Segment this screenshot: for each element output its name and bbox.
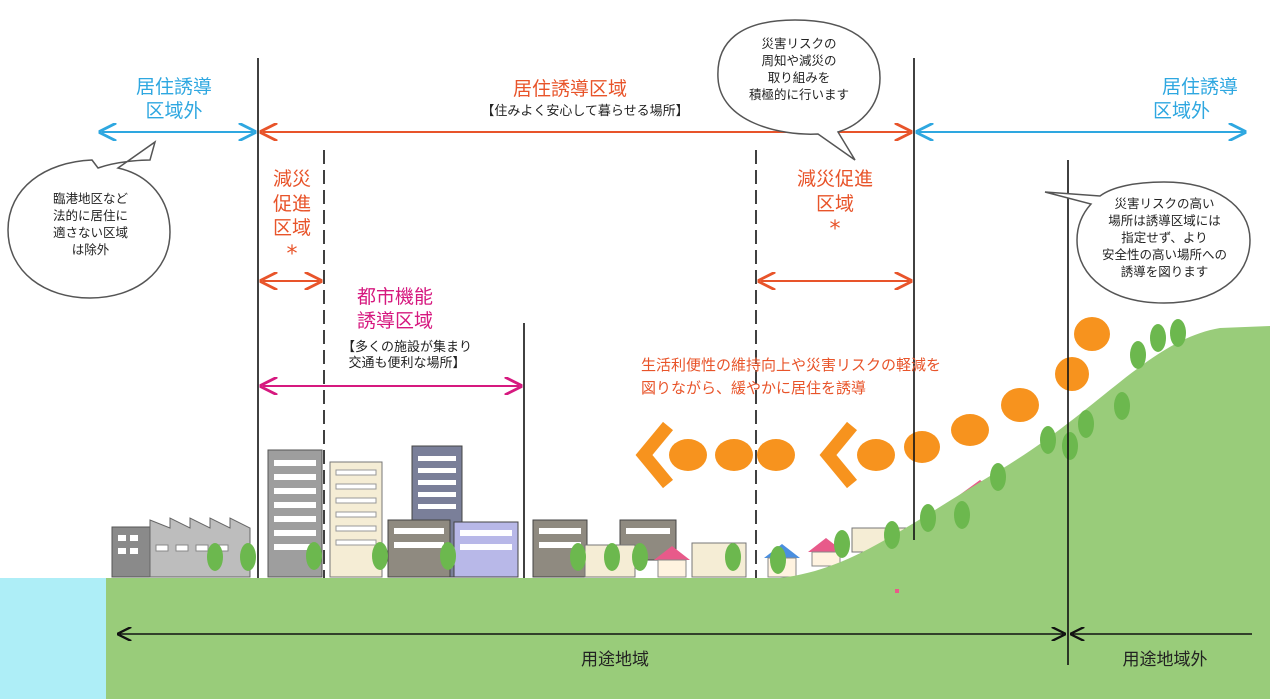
- trees: [207, 319, 1186, 574]
- guidance-dots: [669, 317, 1110, 471]
- urban-function-label: 都市機能 誘導区域: [356, 286, 433, 332]
- urban-function-sub: 【多くの施設が集まり 交通も便利な場所】: [341, 340, 472, 372]
- disaster-right-label: 減災促進 区域 *: [796, 168, 873, 243]
- bubble-right: [1044, 181, 1251, 304]
- buildings: [111, 445, 1048, 578]
- guidance-text: 生活利便性の維持向上や災害リスクの軽減を 図りながら、緩やかに居住を誘導: [641, 356, 942, 397]
- bubble-top-text: 災害リスクの 周知や減災の 取り組みを 積極的に行います: [748, 36, 849, 102]
- youto-chiiki-gai-label: 用途地域外: [1122, 650, 1208, 670]
- outside-left-label: 居住誘導 区域外: [135, 76, 212, 122]
- bubble-right-text: 災害リスクの高い 場所は誘導区域には 指定せず、より 安全性の高い場所への 誘導…: [1101, 196, 1227, 279]
- residential-zone-label: 居住誘導区域: [512, 78, 627, 100]
- small-marker: [895, 589, 899, 593]
- bubble-top: [717, 19, 881, 161]
- bubble-left: [7, 140, 171, 299]
- bubble-left-text: 臨港地区など 法的に居住に 適さない区域 は除外: [52, 191, 128, 257]
- residential-zone-sub: 【住みよく安心して暮らせる場所】: [481, 104, 689, 119]
- ground-area: [106, 326, 1270, 699]
- youto-chiiki-label: 用途地域: [581, 650, 649, 670]
- outside-right-label: 居住誘導 区域外: [1152, 76, 1238, 122]
- water-area: [0, 578, 112, 699]
- disaster-left-label: 減災 促進 区域 *: [272, 168, 311, 268]
- chevron-left-icon: [635, 421, 674, 489]
- chevron-left-icon: [819, 421, 858, 489]
